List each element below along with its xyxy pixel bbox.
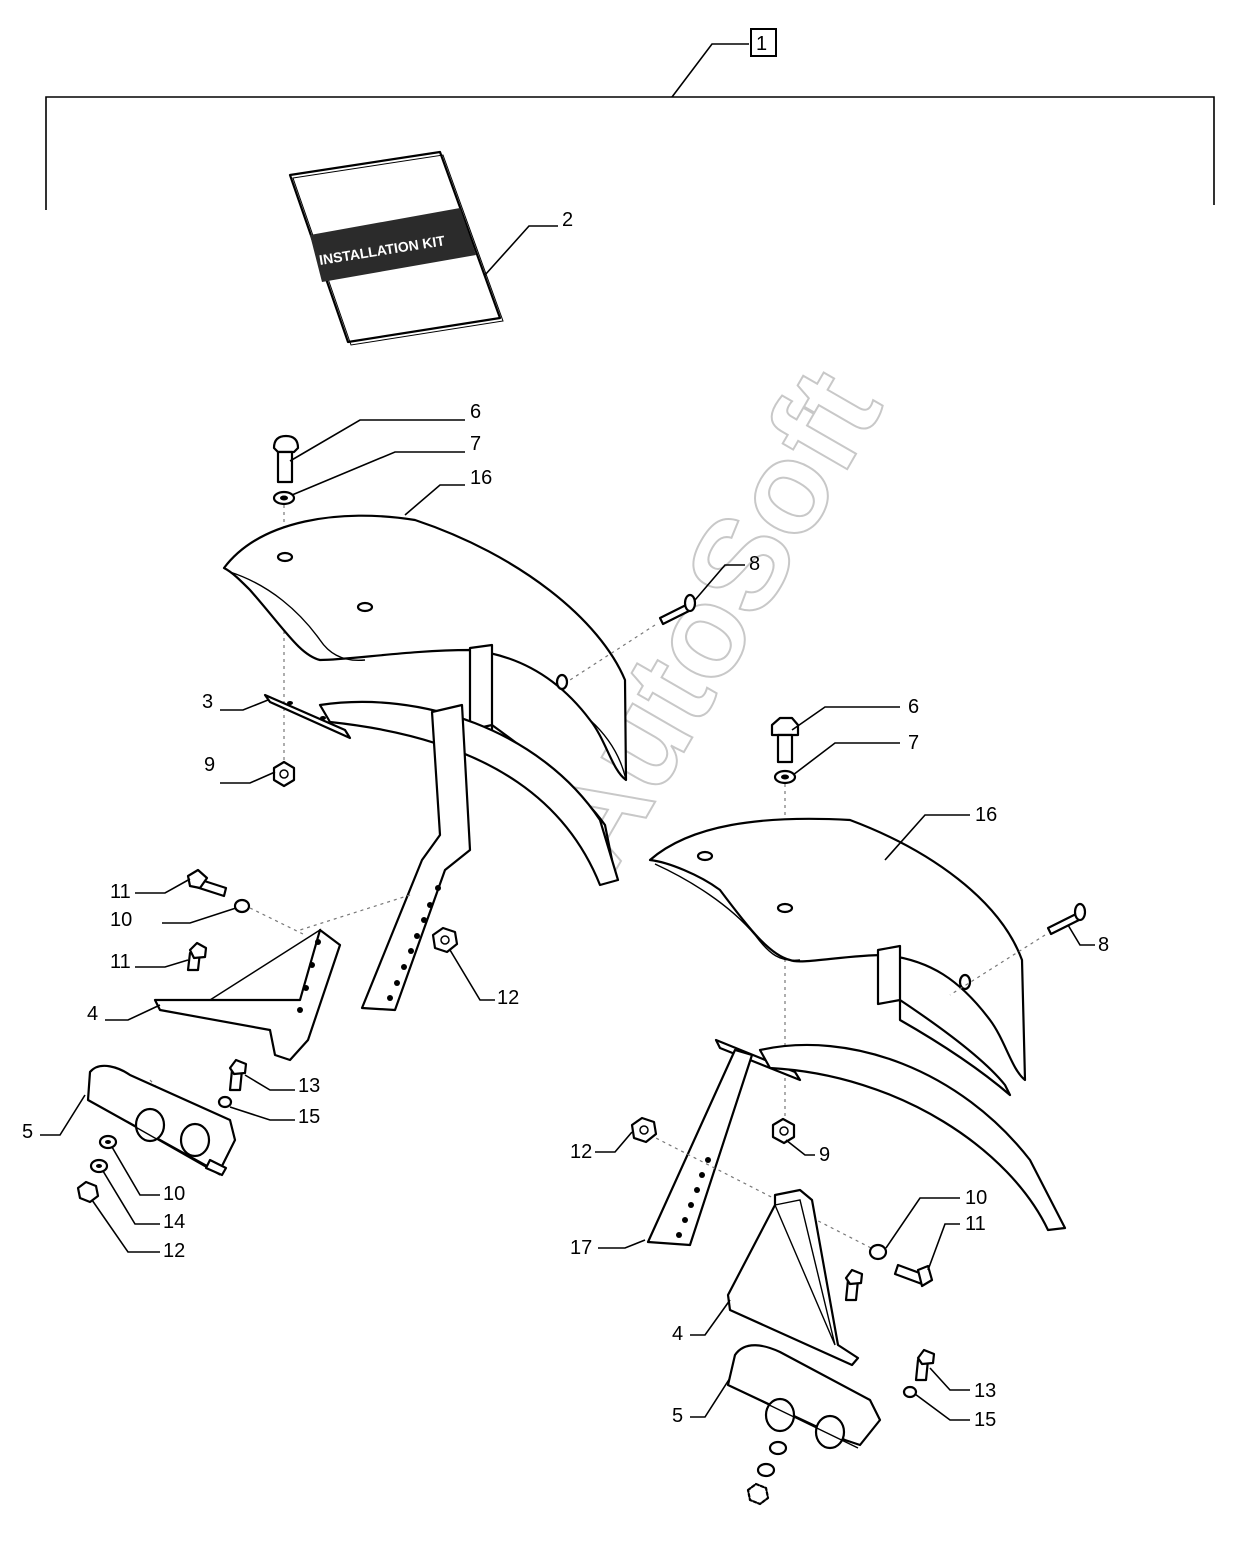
right-callout-leaders bbox=[595, 706, 1095, 1421]
callout-13-left: 13 bbox=[298, 1075, 320, 1097]
callout-10-left-b: 10 bbox=[163, 1183, 185, 1205]
callout-15-left: 15 bbox=[298, 1106, 320, 1128]
callout-16-left: 16 bbox=[470, 467, 492, 489]
right-fender-assembly bbox=[630, 716, 1087, 1506]
callout-3: 3 bbox=[202, 691, 213, 713]
left-callout-leaders bbox=[40, 419, 745, 1253]
callout-12-left-a: 12 bbox=[497, 987, 519, 1009]
callout-11-left-a: 11 bbox=[110, 881, 131, 903]
callout-9-right: 9 bbox=[819, 1144, 830, 1166]
callout-10-right: 10 bbox=[965, 1187, 987, 1209]
left-fender-assembly bbox=[76, 434, 697, 1204]
callout-15-right: 15 bbox=[974, 1409, 996, 1431]
kit-bracket: 1 bbox=[45, 28, 1215, 210]
callout-8-left: 8 bbox=[749, 553, 760, 575]
callout-7-right: 7 bbox=[908, 732, 919, 754]
callout-4-left: 4 bbox=[87, 1003, 98, 1025]
callout-11-right: 11 bbox=[965, 1213, 986, 1235]
callout-11-left-b: 11 bbox=[110, 951, 131, 973]
callout-16-right: 16 bbox=[975, 804, 997, 826]
callout-5-left: 5 bbox=[22, 1121, 33, 1143]
callout-6-left: 6 bbox=[470, 401, 481, 423]
callout-9-left: 9 bbox=[204, 754, 215, 776]
callout-12-right: 12 bbox=[570, 1141, 592, 1163]
callout-5-right: 5 bbox=[672, 1405, 683, 1427]
callout-12-left-b: 12 bbox=[163, 1240, 185, 1262]
callout-8-right: 8 bbox=[1098, 934, 1109, 956]
callout-14: 14 bbox=[163, 1211, 185, 1233]
callout-13-right: 13 bbox=[974, 1380, 996, 1402]
callout-10-left-a: 10 bbox=[110, 909, 132, 931]
callout-4-right: 4 bbox=[672, 1323, 683, 1345]
kit-callout-1: 1 bbox=[756, 33, 767, 55]
installation-kit-manual: INSTALLATION KIT bbox=[288, 150, 504, 346]
callout-6-right: 6 bbox=[908, 696, 919, 718]
callout-17: 17 bbox=[570, 1237, 592, 1259]
callout-7-left: 7 bbox=[470, 433, 481, 455]
callout-2: 2 bbox=[562, 209, 573, 231]
